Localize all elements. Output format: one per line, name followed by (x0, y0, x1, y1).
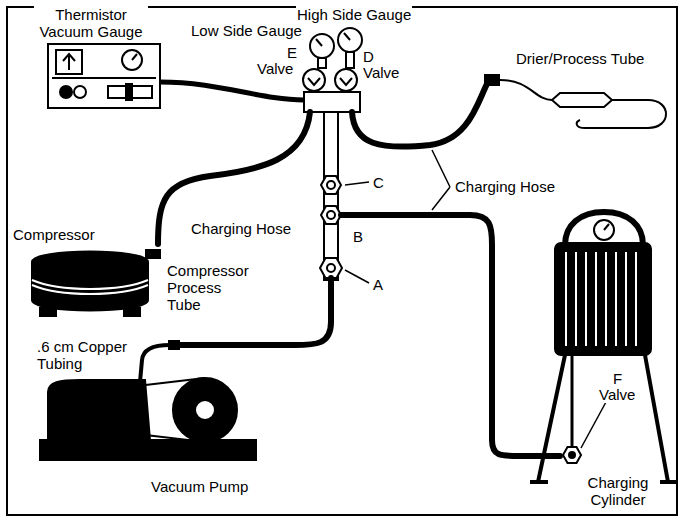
compressor (32, 252, 148, 311)
cylinder-fin (585, 252, 587, 346)
manifold (304, 92, 360, 112)
thermistor-gauge (52, 77, 156, 79)
leader-line (432, 150, 450, 210)
thermistor-gauge (126, 84, 132, 100)
cylinder-fin (575, 252, 577, 346)
leader-line (345, 182, 369, 185)
vacuum-pump (48, 380, 150, 440)
compressor (40, 308, 56, 316)
manifold (321, 176, 341, 194)
drier-process-tube (552, 93, 612, 107)
cylinder-fin (595, 252, 597, 346)
thermistor-gauge (122, 50, 142, 70)
manifold (335, 69, 357, 91)
thermistor-gauge (48, 44, 160, 108)
manifold (308, 78, 320, 85)
part-label: B (352, 228, 364, 245)
charging-hose (352, 82, 488, 147)
charging-cylinder (569, 452, 575, 458)
compressor (124, 308, 140, 316)
charging-cylinder (604, 224, 609, 230)
part-label: Compressor (12, 226, 96, 243)
manifold (310, 34, 334, 58)
charging-cylinder (571, 355, 574, 446)
part-label: E (286, 44, 298, 61)
part-label: A (372, 276, 384, 293)
vacuum-pump (173, 378, 237, 442)
frame (7, 7, 677, 515)
thermistor-gauge (74, 86, 86, 98)
manifold (318, 58, 326, 68)
manifold (327, 181, 335, 189)
manifold (303, 69, 325, 91)
charging-cylinder (530, 212, 676, 482)
leader-line (345, 270, 369, 283)
manifold (338, 28, 362, 52)
compressor (146, 250, 160, 258)
gauge-cable (160, 82, 304, 100)
compressor (32, 285, 148, 294)
manifold (324, 112, 338, 280)
part-label: Low Side Gauge (190, 22, 303, 39)
cylinder-fin (615, 252, 617, 346)
manifold (340, 78, 352, 85)
hose-fitting (484, 74, 500, 86)
manifold (346, 52, 354, 68)
manifold (327, 211, 335, 219)
charging-cylinder (563, 447, 581, 463)
charging-hose (158, 82, 560, 456)
charging-cylinder (530, 355, 676, 482)
cylinder-fin (605, 252, 607, 346)
manifold (327, 264, 335, 272)
drier-process-tube (500, 80, 552, 100)
part-label: Thermistor Vacuum Gauge (34, 6, 148, 40)
part-label: Charging Hose (190, 220, 292, 237)
part-label: Compressor Process Tube (166, 262, 258, 313)
leader-line (581, 402, 606, 448)
thermistor-gauge (60, 86, 72, 98)
part-label: High Side Gauge (296, 6, 412, 23)
charging-cylinder (555, 243, 651, 355)
drier-process-tube (500, 80, 666, 128)
charging-hose (158, 112, 310, 244)
compressor (32, 250, 160, 316)
part-label: Drier/Process Tube (515, 50, 645, 67)
part-label: Charging Cylinder (576, 474, 660, 508)
part-label: C (372, 174, 385, 191)
part-label: D (362, 48, 375, 65)
cylinder-fins (566, 252, 636, 346)
thermistor-gauge (132, 54, 137, 60)
cylinder-fin (565, 252, 567, 346)
compressor (32, 280, 148, 289)
vacuum-pump (120, 378, 205, 442)
part-label: Valve (362, 64, 400, 81)
cylinder-fin (625, 252, 627, 346)
thermistor-gauge (63, 54, 75, 70)
charging-cylinder (594, 220, 614, 240)
part-label: Vacuum Pump (150, 478, 249, 495)
vacuum-pump (195, 400, 215, 420)
vacuum-pump (40, 440, 256, 460)
manifold (344, 33, 350, 40)
thermistor-gauge (56, 50, 82, 74)
part-label: F (612, 370, 623, 387)
manifold (316, 39, 322, 46)
part-label: Valve (598, 386, 636, 403)
part-label: Valve (256, 60, 294, 77)
part-label: .6 cm Copper Tubing (36, 338, 138, 372)
vacuum-pump (140, 345, 170, 382)
drier-process-tube (577, 100, 666, 128)
cylinder-fin (635, 252, 637, 346)
charging-hose (341, 215, 560, 456)
part-label: Charging Hose (454, 178, 556, 195)
thermistor-gauge (48, 44, 160, 108)
charging-cylinder (565, 212, 643, 245)
leader-line (345, 150, 606, 448)
